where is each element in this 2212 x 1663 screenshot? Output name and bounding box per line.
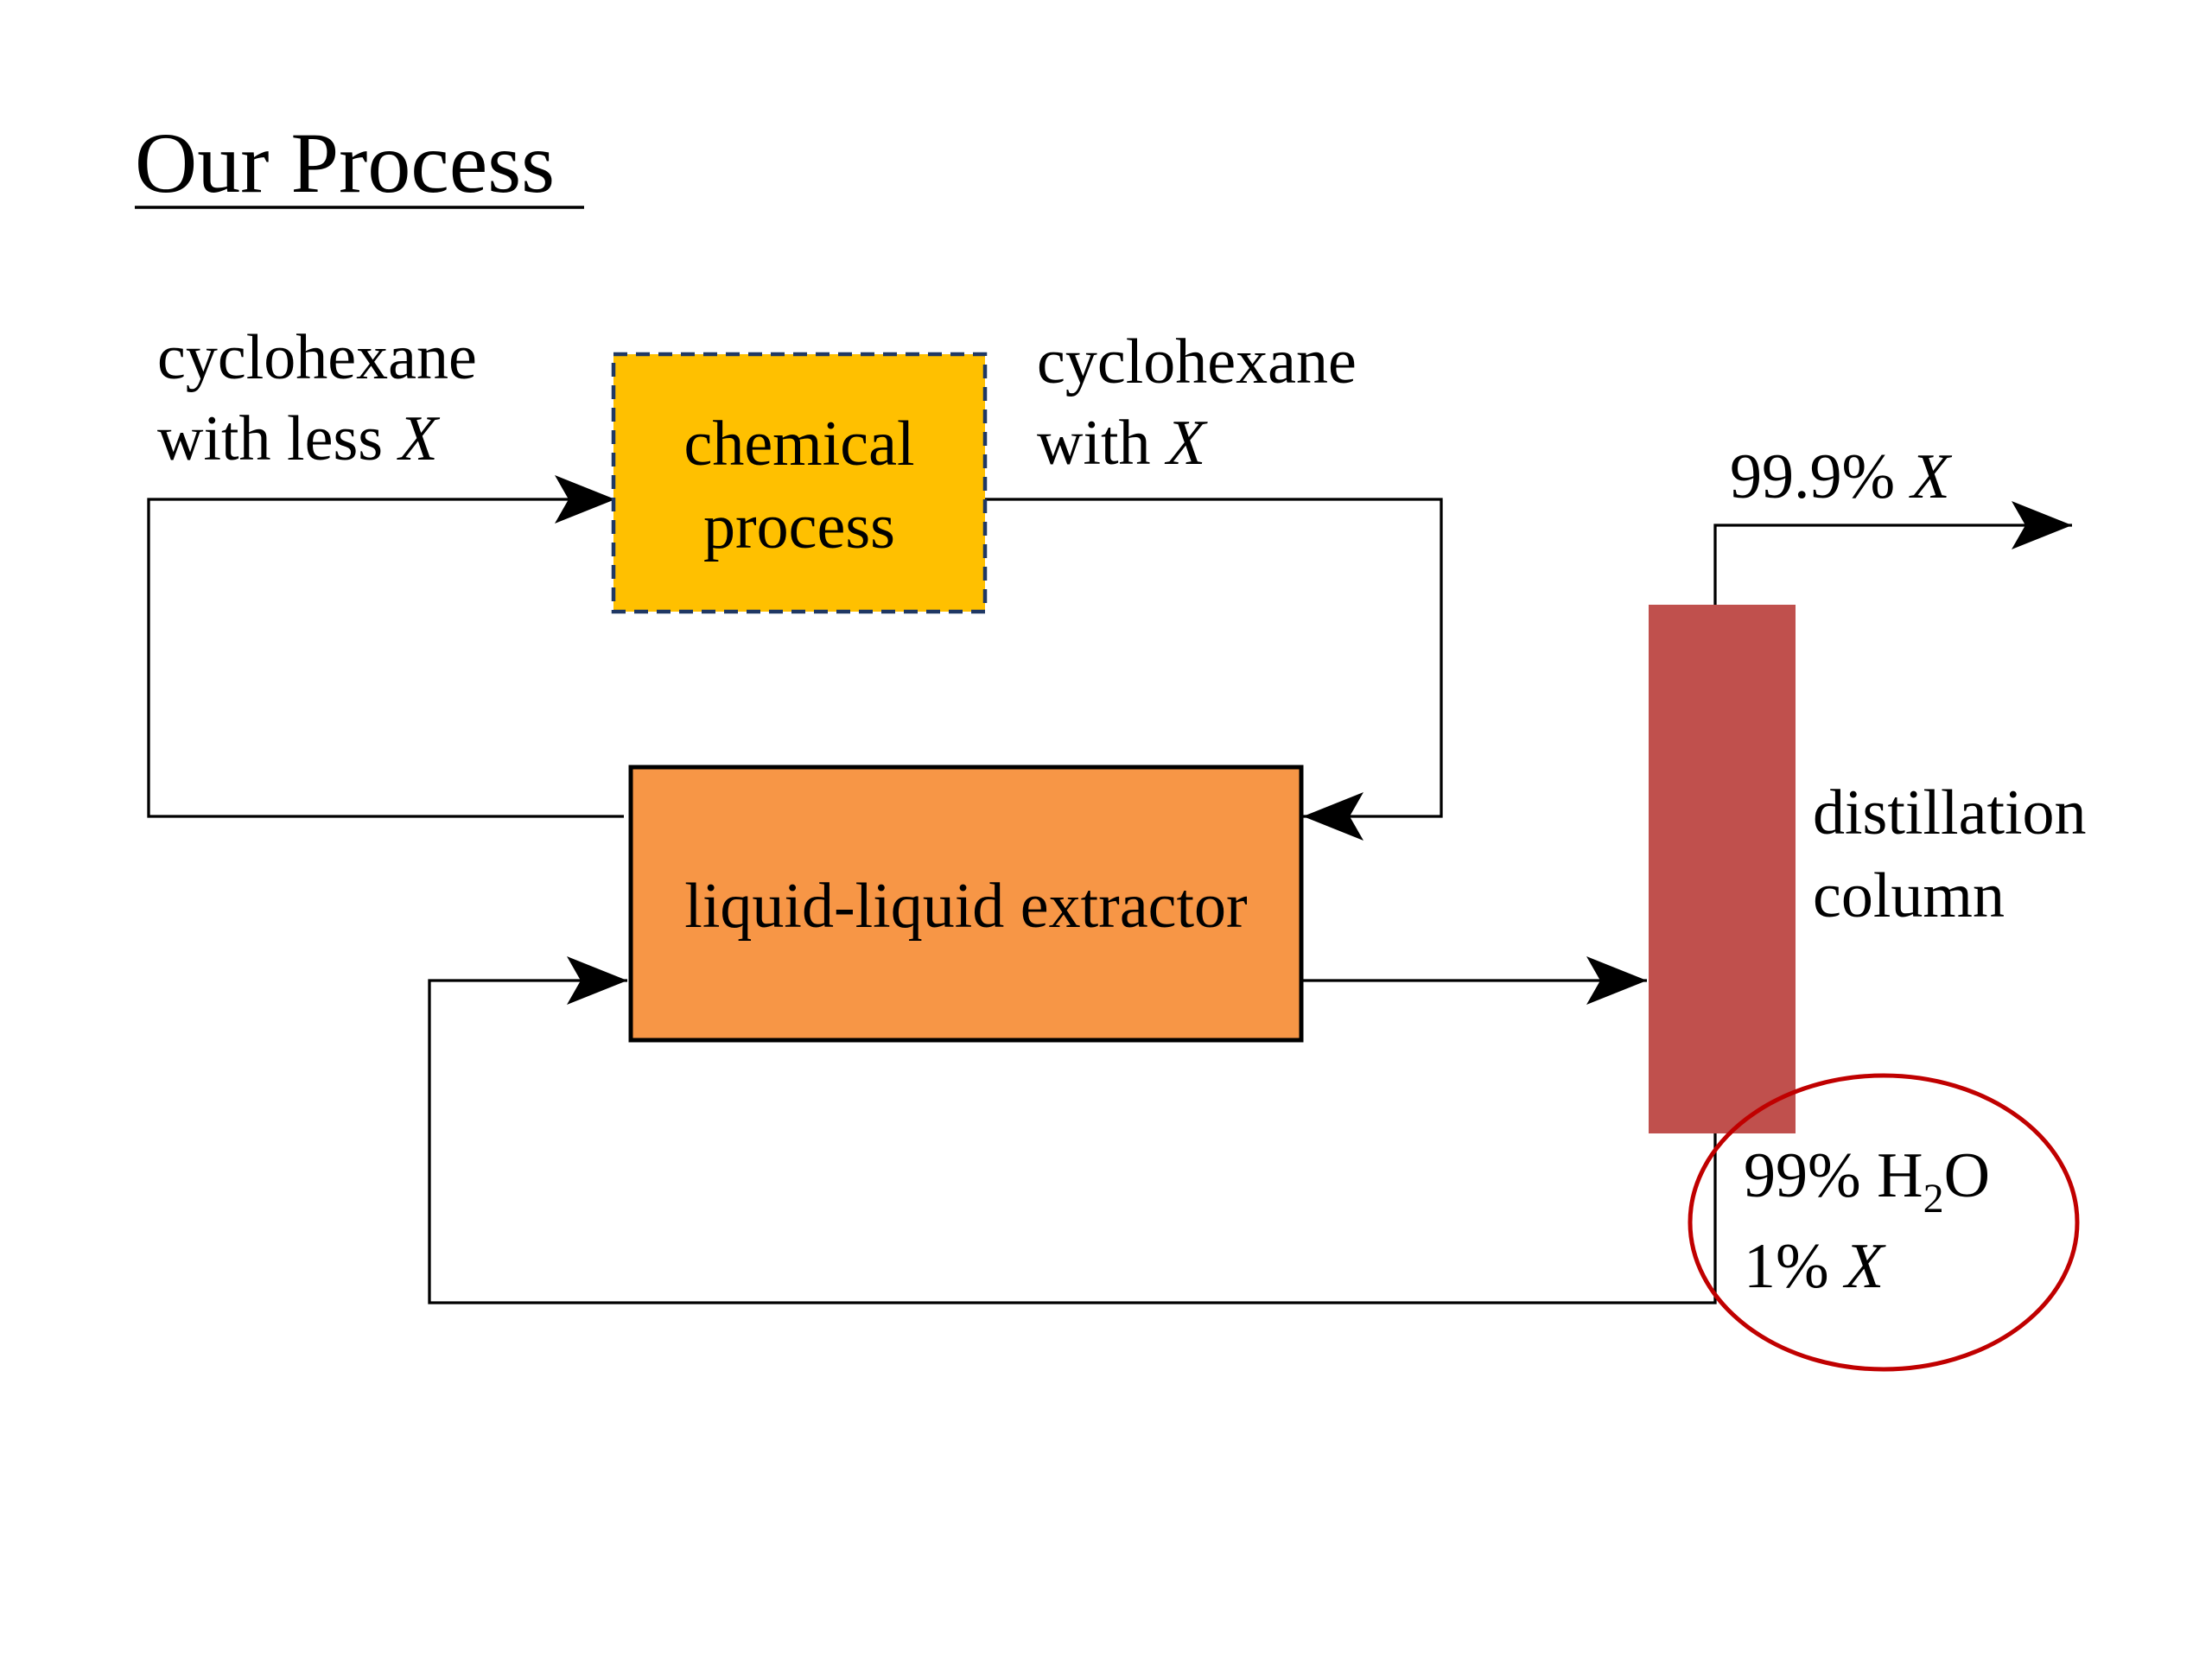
top-product-arrow (1713, 501, 2072, 605)
distillation-label-line2: column (1813, 860, 2005, 931)
extractor-label: liquid-liquid extractor (684, 871, 1247, 942)
chemical-process-box (611, 352, 988, 614)
chemical-process-label-line2: process (703, 492, 895, 562)
extractor-box (628, 765, 1304, 1043)
bottoms-label-line1: 99% H2O (1744, 1140, 1990, 1222)
highlight-ellipse (1688, 1073, 2080, 1372)
process-output-label-line1: cyclohexane (1037, 327, 1357, 397)
distillation-label-line1: distillation (1813, 778, 2087, 848)
process-to-extractor-arrow (985, 498, 1443, 841)
process-output-label-line2: with X (1037, 408, 1208, 479)
page-title: Our Process (135, 115, 555, 211)
chemical-process-label-line1: chemical (683, 409, 914, 479)
bottoms-label-line2: 1% X (1744, 1231, 1886, 1302)
recycle-stream-label-line1: cyclohexane (157, 322, 477, 393)
recycle-stream-label-line2: with less X (157, 403, 441, 474)
top-product-label: 99.9% X (1730, 441, 1953, 512)
distillation-column (1649, 605, 1796, 1133)
bottoms-recycle-arrow (428, 956, 1717, 1304)
recycle-stream-arrow (147, 475, 624, 818)
